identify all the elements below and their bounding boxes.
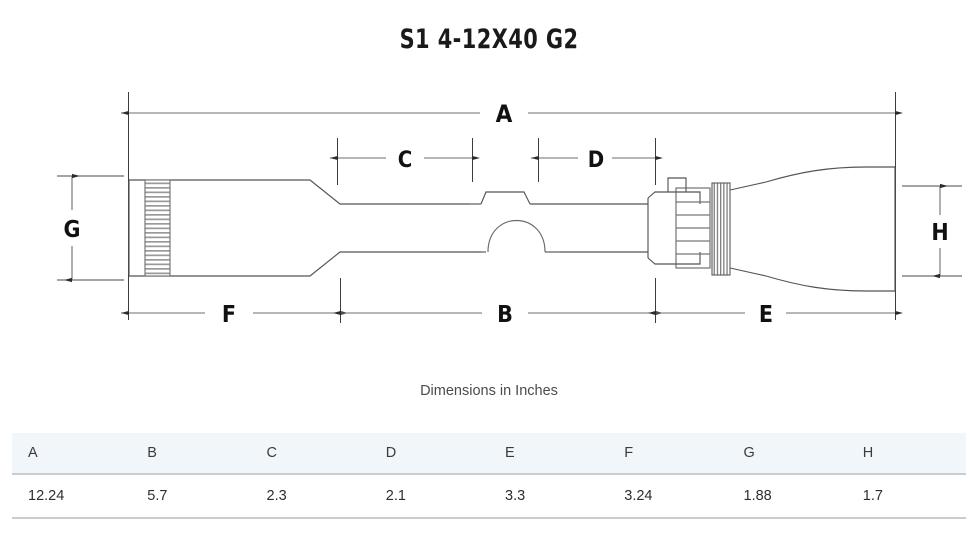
dimension-label-b: B xyxy=(497,302,513,328)
cell-c: 2.3 xyxy=(250,474,370,519)
cell-h: 1.7 xyxy=(846,474,966,519)
table-body: 12.24 5.7 2.3 2.1 3.3 3.24 1.88 1.7 xyxy=(12,474,966,519)
diagram-caption: Dimensions in Inches xyxy=(420,383,558,399)
cell-d: 2.1 xyxy=(369,474,489,519)
dimension-label-h: H xyxy=(931,220,948,246)
dimensions-table-container: A B C D E F G H 12.24 5.7 2.3 2.1 3.3 xyxy=(12,433,966,519)
dimension-d: D xyxy=(531,148,663,173)
dimension-c: C xyxy=(330,148,480,173)
column-header-b: B xyxy=(131,433,251,475)
dimension-label-a: A xyxy=(496,100,513,128)
table-header: A B C D E F G H xyxy=(12,433,966,475)
dimension-label-d: D xyxy=(588,148,604,173)
cell-g: 1.88 xyxy=(727,474,847,519)
riflescope-outline xyxy=(128,166,896,292)
dimension-e: E xyxy=(648,302,903,328)
column-header-d: D xyxy=(369,433,489,475)
dimension-b: B xyxy=(333,302,663,328)
dimension-g: G xyxy=(57,173,124,283)
dimension-label-c: C xyxy=(398,148,413,173)
dimension-label-g: G xyxy=(64,217,81,243)
column-header-f: F xyxy=(608,433,728,475)
column-header-c: C xyxy=(250,433,370,475)
column-header-h: H xyxy=(846,433,966,475)
riflescope-dimension-diagram: A C D G xyxy=(57,92,962,328)
cell-b: 5.7 xyxy=(131,474,251,519)
table-row: 12.24 5.7 2.3 2.1 3.3 3.24 1.88 1.7 xyxy=(12,474,966,519)
cell-e: 3.3 xyxy=(489,474,609,519)
column-header-g: G xyxy=(727,433,847,475)
column-header-e: E xyxy=(489,433,609,475)
dimension-a: A xyxy=(121,100,903,128)
table-header-row: A B C D E F G H xyxy=(12,433,966,475)
dimension-label-e: E xyxy=(759,302,773,328)
column-header-a: A xyxy=(12,433,132,475)
page-title: S1 4-12X40 G2 xyxy=(399,24,579,55)
dimension-h: H xyxy=(902,183,962,279)
dimension-f: F xyxy=(121,302,348,328)
dimension-label-f: F xyxy=(222,302,236,328)
cell-f: 3.24 xyxy=(608,474,728,519)
cell-a: 12.24 xyxy=(12,474,132,519)
dimensions-table: A B C D E F G H 12.24 5.7 2.3 2.1 3.3 xyxy=(12,433,966,519)
